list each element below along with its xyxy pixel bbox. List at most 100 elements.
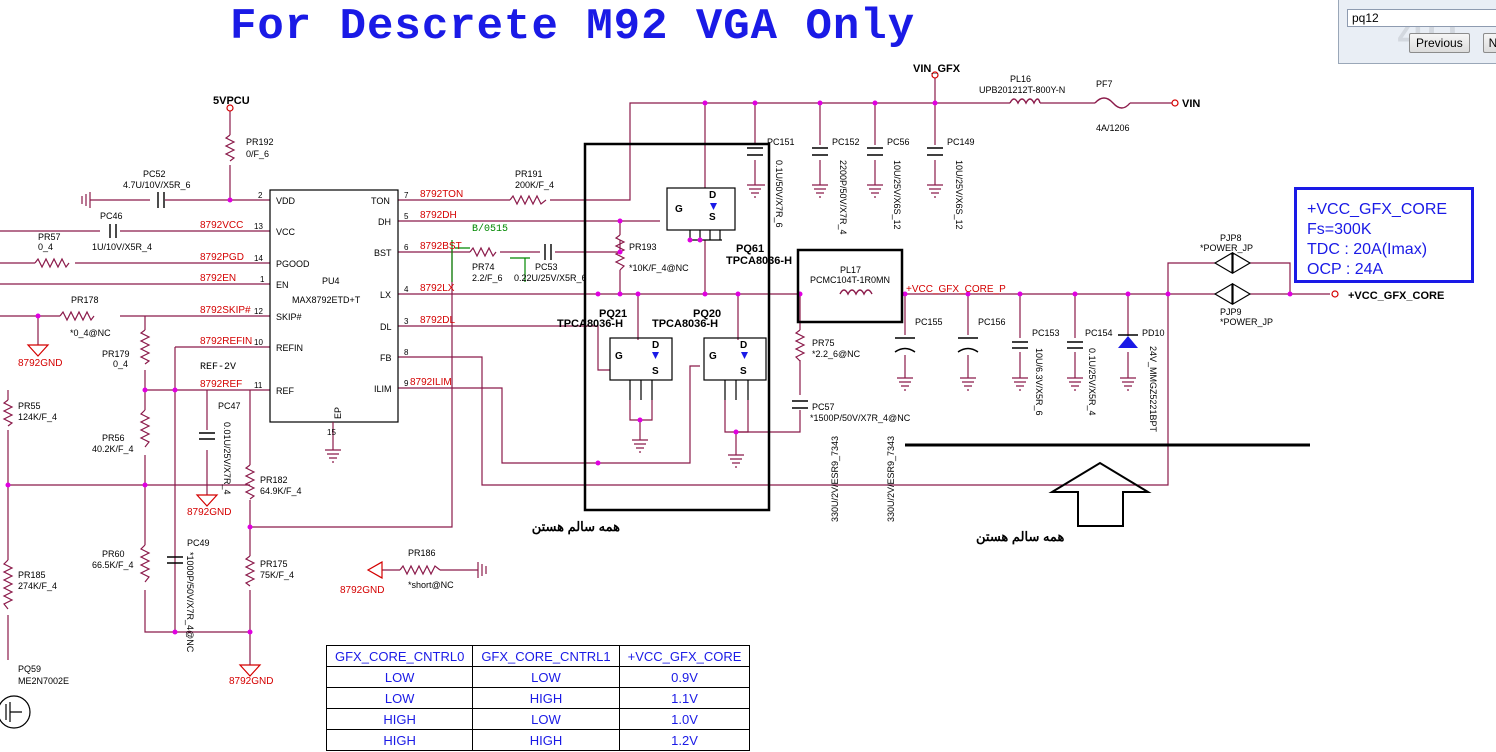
label-pq21-val: TPCA8036-H	[557, 318, 623, 330]
power-jumpers	[1213, 251, 1252, 306]
find-input[interactable]	[1347, 9, 1496, 27]
previous-button[interactable]: Previous	[1409, 33, 1470, 53]
capacitor-pc47	[199, 432, 215, 440]
jumper-pjp8	[1213, 251, 1252, 275]
svg-text:13: 13	[254, 222, 263, 231]
svg-text:PC56: PC56	[887, 137, 910, 147]
svg-text:PR75: PR75	[812, 338, 835, 348]
svg-text:S: S	[709, 212, 716, 223]
resistor-pr185	[2, 559, 14, 610]
mosfets	[609, 187, 767, 400]
annotation-note-2: همه سالم هستن	[976, 529, 1064, 545]
pin-name-vcc: VCC	[276, 227, 296, 237]
svg-text:11: 11	[254, 381, 263, 390]
svg-text:PR55: PR55	[18, 401, 41, 411]
svg-text:D: D	[652, 340, 659, 351]
table-row: LOW HIGH 1.1V	[325, 687, 751, 709]
ground-symbols	[81, 184, 1136, 578]
capacitor-pc151	[747, 147, 763, 156]
pin-name-bst: BST	[374, 248, 392, 258]
capacitor-pc56	[867, 147, 883, 156]
capacitor-pc156	[957, 337, 979, 353]
page-title: For Descrete M92 VGA Only	[230, 2, 916, 52]
capacitor-pc153	[1012, 341, 1028, 349]
svg-text:PCMC104T-1R0MN: PCMC104T-1R0MN	[810, 275, 890, 285]
svg-text:0.1U/25V/X5R_4: 0.1U/25V/X5R_4	[1087, 348, 1097, 416]
next-button[interactable]: N	[1483, 33, 1496, 53]
resistor-pr179	[139, 329, 151, 365]
capacitor-pc52	[157, 192, 165, 208]
svg-text:D: D	[709, 190, 716, 201]
bst-rework-marks	[451, 240, 530, 282]
label-pq61-val: TPCA8036-H	[726, 255, 792, 267]
gnd-label-3: 8792GND	[229, 676, 273, 687]
capacitor-pc46	[109, 224, 117, 238]
component-labels: PR192 0/F_6 PC52 4.7U/10V/X5R_6 PC46 1U/…	[18, 74, 1273, 686]
svg-text:*POWER_JP: *POWER_JP	[1220, 317, 1273, 327]
highlight-boxes	[583, 142, 904, 512]
resistor-pr178	[59, 310, 95, 322]
pin-name-dl: DL	[380, 322, 392, 332]
svg-text:1: 1	[260, 275, 265, 284]
capacitor-pc49	[167, 556, 183, 564]
capacitors	[109, 147, 1083, 564]
pin-name-ilim: ILIM	[374, 384, 392, 394]
svg-text:6: 6	[404, 243, 409, 252]
inductors	[839, 97, 1131, 296]
net-label-refin: 8792REFIN	[200, 336, 252, 347]
table-row: LOW LOW 0.9V	[325, 666, 751, 688]
svg-text:ME2N7002E: ME2N7002E	[18, 676, 69, 686]
net-label-lx: 8792LX	[420, 283, 455, 294]
inductor-pl16	[1009, 98, 1041, 105]
net-label-ilim: 8792ILIM	[410, 377, 452, 388]
zener-pd10	[1118, 336, 1138, 348]
gnd-label-4: 8792GND	[340, 585, 384, 596]
junction-nodes	[5, 100, 1293, 635]
svg-text:2200P/50V/X7R_4: 2200P/50V/X7R_4	[838, 160, 848, 235]
svg-text:PR57: PR57	[38, 232, 61, 242]
gnd-triangles	[26, 344, 383, 677]
svg-text:S: S	[652, 366, 659, 377]
resistor-pr182	[244, 464, 256, 500]
spec-line: TDC : 20A(Imax)	[1307, 241, 1428, 258]
column-header: GFX_CORE_CNTRL0	[325, 645, 474, 667]
mosfet-highlight-box	[583, 142, 771, 512]
inductor-highlight-box	[796, 248, 904, 324]
resistor-pr186	[399, 564, 441, 576]
pin-name-dh: DH	[378, 217, 391, 227]
table-cell: LOW	[325, 687, 474, 709]
jumper-pjp9	[1213, 282, 1252, 306]
table-cell: 1.1V	[618, 687, 751, 709]
label-ref-2v: REF-2V	[200, 362, 236, 373]
ic-ref: PU4	[322, 276, 340, 286]
pin-name-refin: REFIN	[276, 343, 303, 353]
svg-text:PC47: PC47	[218, 401, 241, 411]
svg-text:0.22U/25V/X5R_6: 0.22U/25V/X5R_6	[514, 273, 587, 283]
svg-text:*POWER_JP: *POWER_JP	[1200, 243, 1253, 253]
pin-name-vdd: VDD	[276, 196, 296, 206]
svg-text:0_4: 0_4	[113, 359, 128, 369]
net-label-dh: 8792DH	[420, 210, 457, 221]
label-pq20-val: TPCA8036-H	[652, 318, 718, 330]
table-cell: 1.2V	[618, 729, 751, 751]
svg-text:PR74: PR74	[472, 262, 495, 272]
svg-text:4A/1206: 4A/1206	[1096, 123, 1130, 133]
pin-name-lx: LX	[380, 290, 391, 300]
resistor-pr175	[244, 555, 256, 587]
svg-text:75K/F_4: 75K/F_4	[260, 570, 294, 580]
svg-text:PL17: PL17	[840, 265, 861, 275]
label-b0515: B/0515	[472, 223, 508, 235]
svg-text:PC151: PC151	[767, 137, 795, 147]
svg-text:*2.2_6@NC: *2.2_6@NC	[812, 349, 861, 359]
ic-part: MAX8792ETD+T	[292, 295, 361, 305]
svg-text:PR178: PR178	[71, 295, 99, 305]
capacitor-pc57	[792, 400, 808, 409]
svg-text:274K/F_4: 274K/F_4	[18, 581, 57, 591]
svg-text:4: 4	[404, 285, 409, 294]
label-pq21-ref: PQ21	[599, 308, 627, 320]
net-label-core-p: +VCC_GFX_CORE_P	[906, 284, 1006, 295]
svg-text:PR56: PR56	[102, 433, 125, 443]
resistor-pr191	[509, 194, 547, 206]
svg-text:64.9K/F_4: 64.9K/F_4	[260, 486, 302, 496]
